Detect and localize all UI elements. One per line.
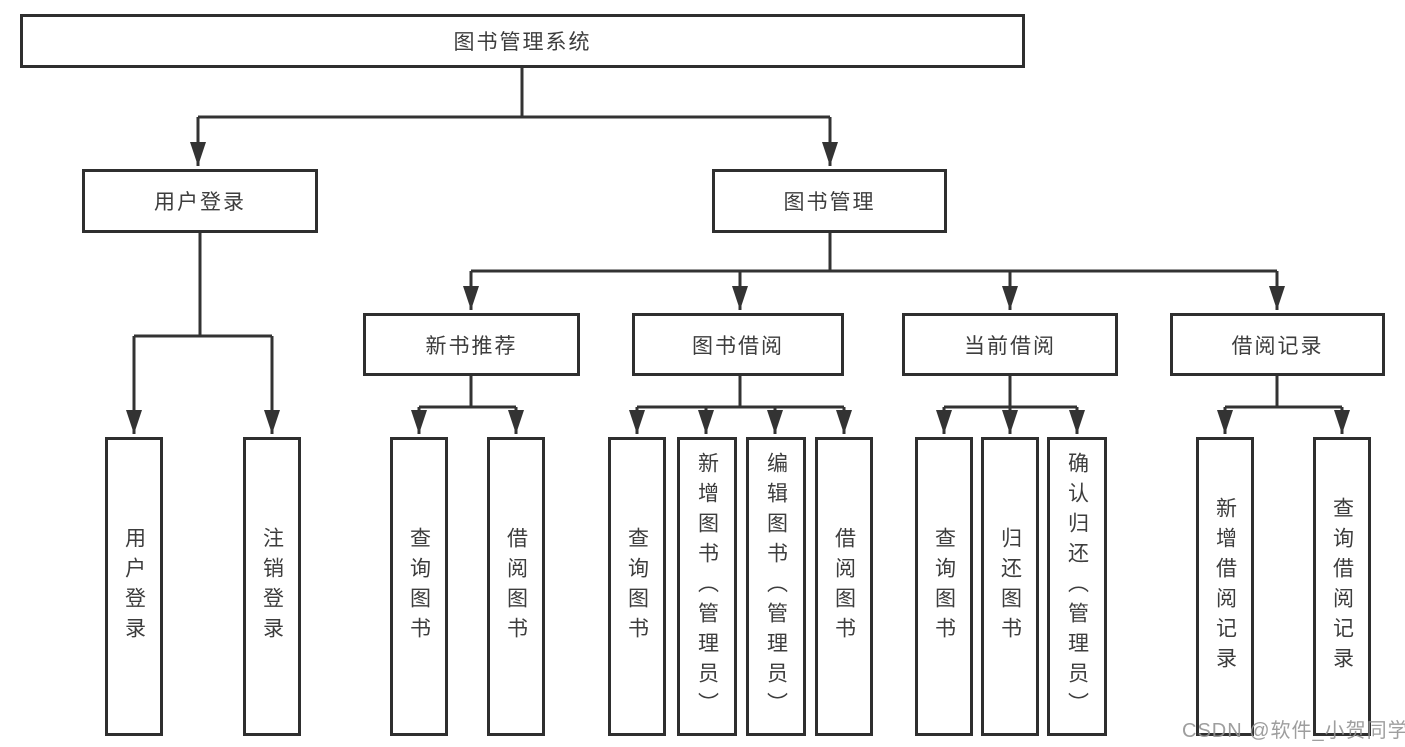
node-label: 图书管理	[783, 191, 876, 214]
connector-currentborrow-to-leaves	[936, 376, 1085, 434]
node-label: 新增借阅记录	[1213, 496, 1237, 677]
node-label: 图书借阅	[692, 334, 784, 358]
leaf-query-books-newbook: 查询图书	[390, 437, 448, 736]
node-label: 新增图书（管理员）	[695, 451, 719, 722]
leaf-edit-books-admin: 编辑图书（管理员）	[746, 437, 806, 736]
node-user-login: 用户登录	[82, 169, 318, 233]
node-label: 当前借阅	[964, 334, 1056, 358]
node-label: 确认归还（管理员）	[1065, 451, 1089, 722]
node-label: 用户登录	[154, 191, 246, 214]
leaf-logout-login: 注销登录	[243, 437, 301, 736]
connector-bookborrow-to-leaves	[629, 376, 852, 434]
node-root-library-system: 图书管理系统	[20, 14, 1025, 68]
node-label: 新书推荐	[425, 334, 518, 358]
connector-newbook-to-leaves	[411, 376, 524, 434]
node-label: 查询图书	[932, 526, 956, 647]
node-label: 用户登录	[122, 526, 146, 647]
node-label: 编辑图书（管理员）	[764, 451, 788, 722]
node-label: 借阅图书	[504, 526, 528, 647]
node-label: 查询图书	[407, 526, 431, 647]
node-label: 注销登录	[260, 526, 284, 647]
node-book-borrow: 图书借阅	[632, 313, 844, 376]
leaf-borrow-books-borrow: 借阅图书	[815, 437, 873, 736]
leaf-borrow-books-newbook: 借阅图书	[487, 437, 545, 736]
node-new-book-recommend: 新书推荐	[363, 313, 580, 376]
leaf-query-books-borrow: 查询图书	[608, 437, 666, 736]
leaf-confirm-return-admin: 确认归还（管理员）	[1047, 437, 1107, 736]
connector-records-to-leaves	[1217, 376, 1350, 434]
connector-bookmgmt-to-level3	[463, 233, 1285, 310]
node-label: 查询借阅记录	[1330, 496, 1354, 677]
node-label: 图书管理系统	[453, 31, 592, 54]
leaf-user-login: 用户登录	[105, 437, 163, 736]
csdn-watermark: CSDN @软件_小贺同学	[1182, 720, 1405, 742]
connector-login-to-leaves	[126, 233, 280, 434]
node-label: 查询图书	[625, 526, 649, 647]
node-borrow-records: 借阅记录	[1170, 313, 1385, 376]
node-current-borrow: 当前借阅	[902, 313, 1118, 376]
connector-root-to-level2	[190, 68, 838, 166]
leaf-add-books-admin: 新增图书（管理员）	[677, 437, 737, 736]
node-label: 归还图书	[998, 526, 1022, 647]
leaf-add-borrow-record: 新增借阅记录	[1196, 437, 1254, 736]
node-label: 借阅记录	[1231, 334, 1324, 358]
leaf-query-books-current: 查询图书	[915, 437, 973, 736]
leaf-query-borrow-record: 查询借阅记录	[1313, 437, 1371, 736]
node-label: 借阅图书	[832, 526, 856, 647]
node-book-management: 图书管理	[712, 169, 947, 233]
leaf-return-books: 归还图书	[981, 437, 1039, 736]
